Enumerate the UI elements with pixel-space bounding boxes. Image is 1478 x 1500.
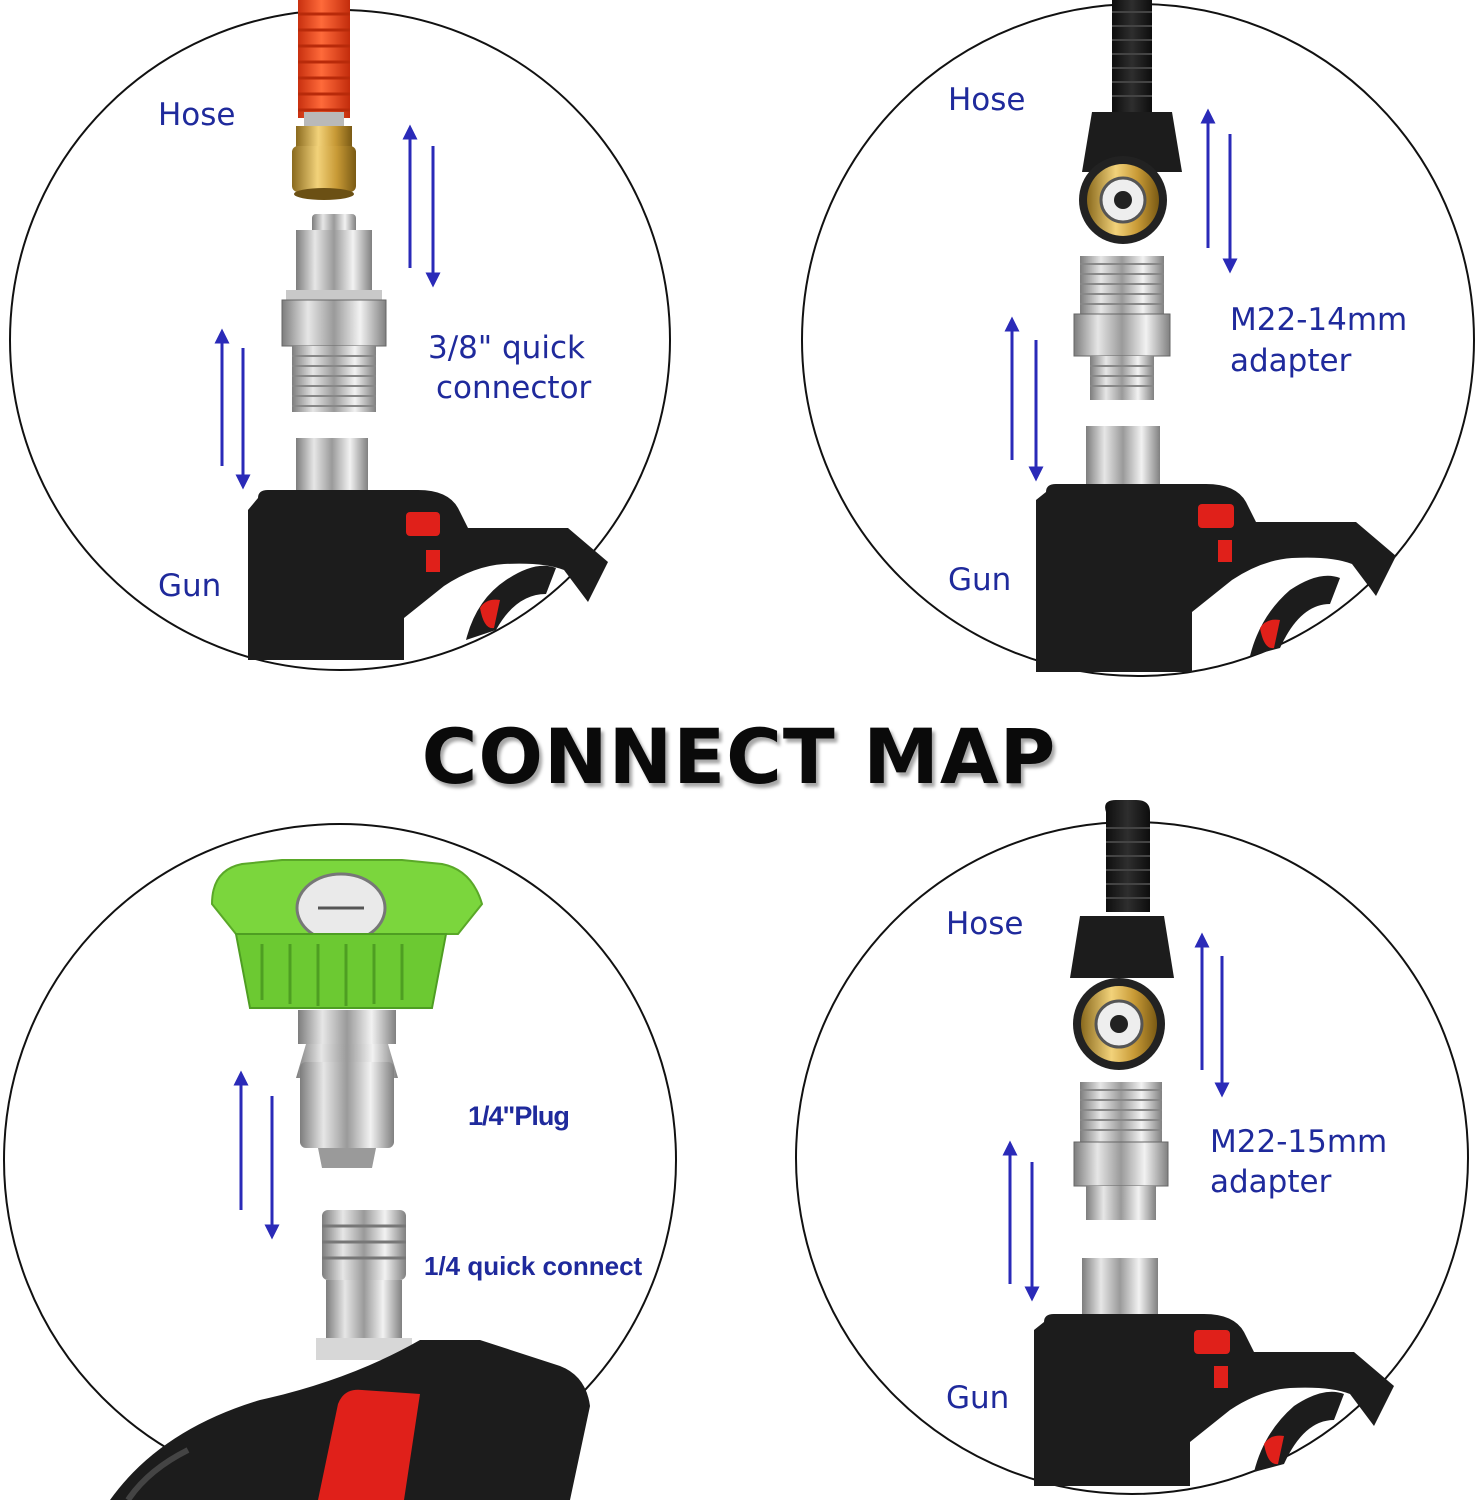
page-title: CONNECT MAP (421, 712, 1057, 801)
red-hose-icon (292, 0, 356, 200)
part-label-line2: connector (436, 370, 592, 406)
m22-15mm-adapter-icon (1073, 1082, 1169, 1220)
panel-m22-15mm: Hose M22-15mm adapter Gun (740, 800, 1478, 1500)
spray-gun-icon (1034, 1258, 1394, 1486)
quick-connector-icon (281, 214, 387, 412)
spray-gun-icon (248, 438, 608, 660)
hose-label: Hose (948, 82, 1026, 118)
hose-label: Hose (946, 906, 1024, 942)
panel-m22-14mm: Hose M22-14mm adapter Gun (740, 0, 1478, 700)
black-hose-icon (1079, 0, 1182, 244)
quarter-inch-quick-connect-icon (316, 1210, 412, 1360)
black-hose-icon (1070, 800, 1174, 1070)
panel-m22-14mm-illustration (801, 0, 1475, 677)
gun-label: Gun (946, 1380, 1010, 1416)
gun-label: Gun (158, 568, 222, 604)
plug-label: 1/4"Plug (468, 1101, 570, 1131)
green-nozzle-icon (210, 859, 484, 1168)
m22-14mm-adapter-icon (1073, 256, 1171, 400)
part-label-line1: M22-14mm (1230, 302, 1408, 338)
gun-label: Gun (948, 562, 1012, 598)
part-label-line2: adapter (1230, 343, 1352, 379)
part-label-line1: 3/8" quick (428, 330, 585, 366)
spray-gun-icon (110, 1340, 590, 1500)
panel-quarter-inch-plug-illustration (3, 823, 677, 1500)
panel-quarter-inch-plug: 1/4"Plug 1/4 quick connect (0, 800, 740, 1500)
part-label-line1: M22-15mm (1210, 1124, 1388, 1160)
spray-gun-icon (1036, 426, 1396, 672)
quick-connect-label: 1/4 quick connect (424, 1251, 643, 1281)
panel-m22-15mm-illustration (795, 800, 1469, 1495)
panel-quick-connector: Hose 3/8" quick connector Gun (0, 0, 740, 700)
hose-label: Hose (158, 97, 236, 133)
part-label-line2: adapter (1210, 1164, 1332, 1200)
panel-quick-connector-illustration (9, 0, 671, 671)
